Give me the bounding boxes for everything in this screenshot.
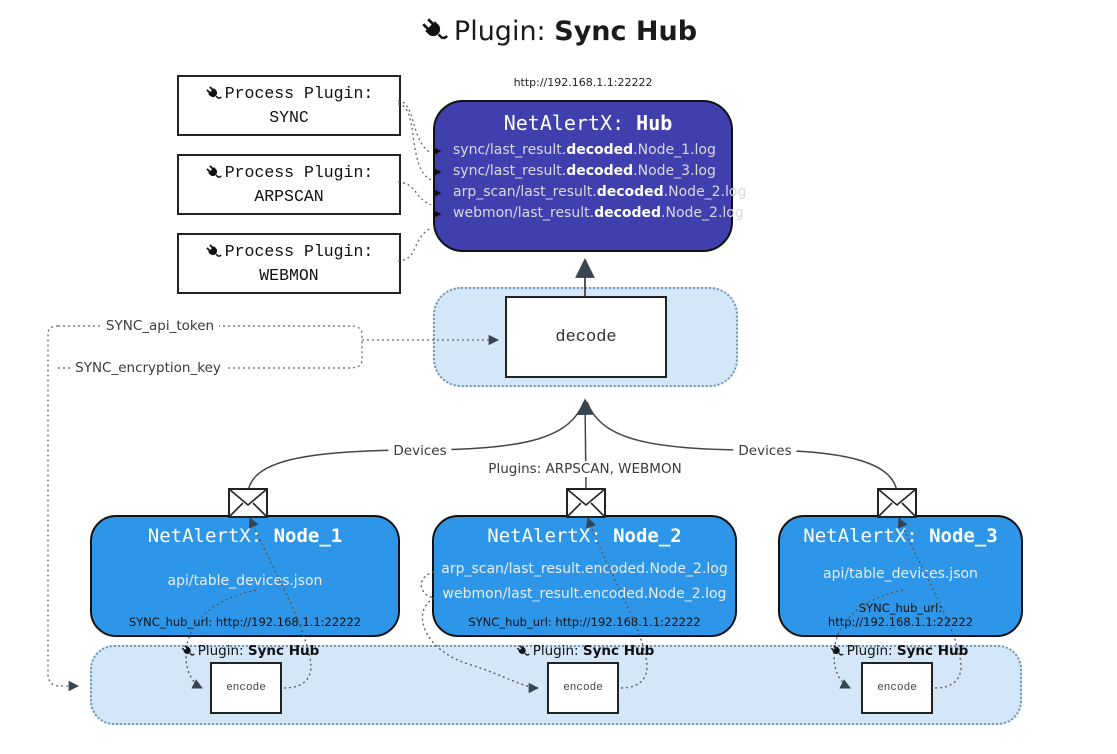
node-hub-url: SYNC_hub_url: http://192.168.1.1:22222 [468,615,701,629]
envelope-icon [877,488,917,518]
node-files: api/table_devices.json [786,547,1015,601]
encode-box: encode [210,662,282,714]
envelope-icon [228,488,268,518]
node-title: NetAlertX: Node_3 [803,525,998,547]
arrow-right-icon: ▶ [433,144,442,157]
hub-log-line: ▶sync/last_result.decoded.Node_1.log [433,140,723,161]
plug-icon [181,644,195,656]
arrow-right-icon: ▶ [433,207,442,220]
process-plugin-sync: Process Plugin: SYNC [177,75,401,136]
plug-icon [206,243,222,257]
process-plugin-name: WEBMON [259,265,319,285]
encode-plugin-label: Plugin: Sync Hub [830,643,968,659]
hub-title-prefix: NetAlertX: [503,111,625,135]
encode-box: encode [547,662,619,714]
node-3-box: NetAlertX: Node_3 api/table_devices.json… [778,515,1023,637]
title-prefix: Plugin: [453,16,546,47]
encode-box: encode [861,662,933,714]
envelope-icon [566,488,606,518]
devices-right-label: Devices [733,443,797,459]
plug-icon [516,644,530,656]
encode-plugin-label: Plugin: Sync Hub [516,643,654,659]
plug-icon [422,18,448,40]
wire-sync-to-hub-1 [397,100,432,154]
plug-icon [830,644,844,656]
decode-box: decode [505,296,667,378]
node-files: arp_scan/last_result.encoded.Node_2.log … [440,547,729,615]
plug-icon [206,85,222,99]
node-title: NetAlertX: Node_2 [487,525,682,547]
node-file: api/table_devices.json [167,573,323,589]
node-title: NetAlertX: Node_1 [147,525,343,547]
wire-sync-to-hub-2 [397,103,432,181]
node-1-box: NetAlertX: Node_1 api/table_devices.json… [90,515,400,637]
hub-url: http://192.168.1.1:22222 [513,76,653,89]
plug-icon [206,164,222,178]
hub-box: NetAlertX: Hub ▶sync/last_result.decoded… [433,100,746,252]
node-hub-url: SYNC_hub_url: http://192.168.1.1:22222 [128,615,362,629]
page-title: Plugin: Sync Hub [0,16,1117,47]
process-plugin-label: Process Plugin: [224,83,374,103]
devices-left-label: Devices [388,443,452,459]
process-plugin-webmon: Process Plugin: WEBMON [177,233,401,294]
hub-log-line: ▶webmon/last_result.decoded.Node_2.log [433,203,744,224]
hub-title-name: Hub [636,111,673,135]
process-plugin-name: ARPSCAN [254,186,324,206]
node-file: webmon/last_result.encoded.Node_2.log [442,585,727,602]
wire-arpscan-to-hub [397,181,432,206]
hub-title: NetAlertX: Hub [453,111,723,135]
process-plugin-arpscan: Process Plugin: ARPSCAN [177,154,401,215]
title-name: Sync Hub [554,16,698,47]
encode-plugin-label: Plugin: Sync Hub [181,643,319,659]
node-file: api/table_devices.json [823,566,978,582]
wire-webmon-to-hub [397,227,432,262]
hub-log-line: ▶sync/last_result.decoded.Node_3.log [433,161,723,182]
sync-api-token-label: SYNC_api_token [100,318,220,334]
arrow-right-icon: ▶ [433,186,442,199]
node-files: api/table_devices.json [98,547,392,615]
sync-encryption-key-label: SYNC_encryption_key [70,360,226,376]
process-plugin-label: Process Plugin: [224,241,374,261]
plugins-mid-label: Plugins: ARPSCAN, WEBMON [483,461,687,477]
process-plugin-name: SYNC [269,107,309,127]
wire-token-to-encode-panel [47,325,80,692]
node-2-box: NetAlertX: Node_2 arp_scan/last_result.e… [432,515,737,637]
arrow-right-icon: ▶ [433,165,442,178]
hub-log-line: ▶arp_scan/last_result.decoded.Node_2.log [433,182,746,203]
node-file: arp_scan/last_result.encoded.Node_2.log [441,560,728,577]
process-plugin-label: Process Plugin: [224,162,374,182]
node-hub-url: SYNC_hub_url: http://192.168.1.1:22222 [827,601,974,629]
